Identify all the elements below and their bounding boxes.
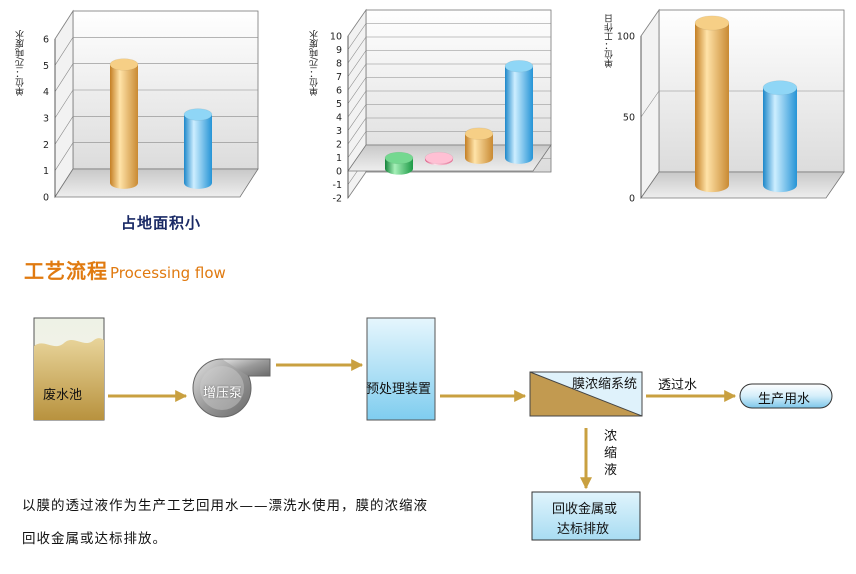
chart1-tick-label: 0 [43,193,49,204]
chart2-bar-4 [505,66,533,164]
section-title-en: Processing flow [110,264,226,282]
chart1-tick-label: 1 [43,166,49,177]
chart2-bar-3 [465,133,493,164]
membrane-label: 膜浓缩系统 [572,377,638,392]
chart2-tick-label: 3 [336,126,342,137]
chart1-bar-1-top [109,58,139,71]
chart2-tick-label: -2 [333,194,342,205]
chart1-gridline [54,37,258,66]
chart2-tick-label: 7 [336,72,342,83]
chart2-bar-2-top [424,151,454,165]
concentrate-label: 浓 缩 液 [604,429,618,478]
chart1-gridline [54,89,258,119]
chart2-tick-label: -1 [333,180,342,191]
chart2-bar-4-top [504,60,534,73]
chart2-gridline [347,23,551,50]
chart2-gridline [347,9,551,37]
chart2-tick-label: 1 [336,153,342,164]
chart2-gridline [347,36,551,64]
chart2-gridline [347,171,551,199]
chart3-bar-2-top [762,80,798,96]
recovery-line2: 达标排放 [557,522,610,537]
chart2-bar-1-top [384,151,414,165]
section-title-cn: 工艺流程 [24,259,108,283]
product-water-pill [739,383,833,409]
pretreatment-box [366,317,436,421]
recovery-box [531,491,641,541]
permeate-label: 透过水 [658,378,698,393]
chart2-tick-label: 8 [336,59,342,70]
membrane-system [529,371,643,417]
chart1-gridline [54,63,258,92]
chart3-tick-label: 50 [623,113,635,124]
chart2-gridline [347,63,551,91]
chart1-tick-label: 2 [43,140,49,151]
chart2-gridline [347,104,551,131]
chart3-tick-label: 100 [617,32,635,43]
chart3-bar-2 [763,87,797,193]
chart2-tick-label: 6 [336,86,342,97]
chart2-tick-label: 0 [336,167,342,178]
chart1-tick-label: 3 [43,114,49,125]
chart2-gridline [347,90,551,118]
booster-pump-label: 增压泵 [203,386,243,401]
description-line2: 回收金属或达标排放。 [22,531,167,547]
product-water-label: 生产用水 [758,392,811,407]
chart1-caption: 占地面积小 [121,214,202,232]
chart3-tick-label: 0 [629,194,635,205]
chart1-tick-label: 4 [43,87,49,98]
chart1-tick-label: 5 [43,61,49,72]
waste-pool [33,317,105,421]
chart2-tick-label: 4 [336,113,342,124]
chart1-bar-2 [184,114,212,189]
chart2-gridline [347,50,551,77]
chart1-gridline [54,10,258,40]
waste-pool-label: 废水池 [43,388,83,403]
chart2-gridline [347,77,551,104]
recovery-line1: 回收金属或 [552,502,618,517]
chart2-tick-label: 2 [336,140,342,151]
chart2-gridline [347,117,551,145]
chart3-bar-1-top [694,15,730,31]
chart2-tick-label: 5 [336,99,342,110]
chart1-bar-2-top [183,108,213,121]
chart1-tick-label: 6 [43,35,49,46]
chart2-tick-label: 9 [336,45,342,56]
description-line1: 以膜的透过液作为生产工艺回用水——漂洗水使用，膜的浓缩液 [22,498,428,514]
process-description: 以膜的透过液作为生产工艺回用水——漂洗水使用，膜的浓缩液 回收金属或达标排放。 [22,490,428,556]
chart3-bar-1 [695,23,729,193]
chart2-bar-3-top [464,127,494,140]
chart1-bar-1 [110,64,138,189]
booster-pump [192,358,271,418]
chart3-gridline [640,9,844,37]
pretreatment-label: 预处理装置 [366,382,432,397]
chart2-tick-label: 10 [330,32,342,43]
